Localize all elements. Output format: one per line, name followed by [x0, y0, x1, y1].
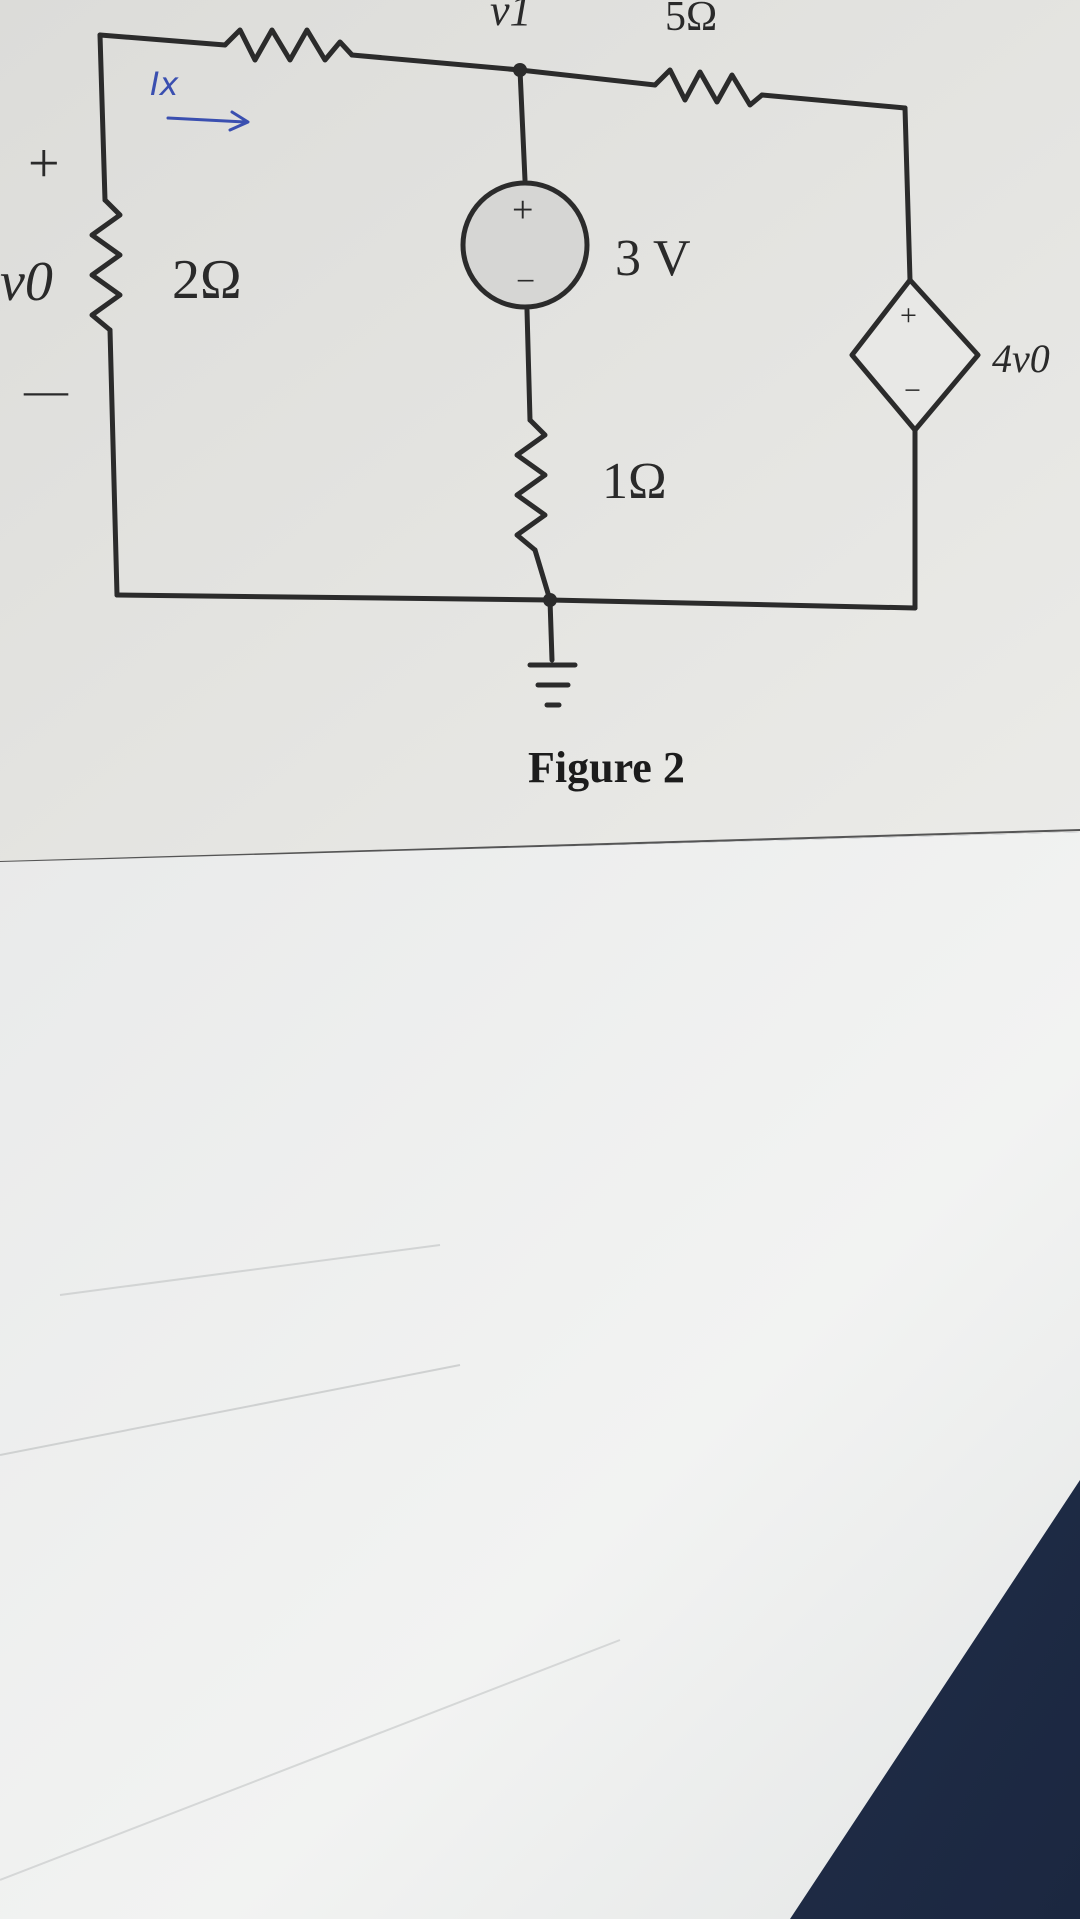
resistor-5ohm	[652, 67, 765, 108]
wire-left-vertical-top	[97, 32, 108, 203]
wire-right-vertical-top	[902, 105, 913, 283]
label-resistor-2ohm: 2Ω	[172, 249, 242, 311]
wire-middle-mid	[524, 307, 533, 423]
label-dep-minus: −	[904, 374, 921, 407]
label-current-ix: Ix	[150, 65, 179, 103]
resistor-2ohm	[89, 197, 123, 333]
label-node-v1: v1	[490, 0, 532, 35]
label-vo: v0	[0, 251, 53, 313]
wire-top-left	[97, 32, 228, 48]
label-dep-plus: +	[900, 299, 917, 332]
circuit-diagram	[89, 27, 981, 708]
junction-node-v1	[513, 63, 527, 77]
label-source-minus: −	[516, 263, 535, 300]
wire-top-right-a	[517, 67, 658, 88]
junction-node-ground	[543, 593, 557, 607]
label-source-plus: +	[512, 189, 533, 231]
resistor-top-left	[222, 27, 355, 63]
paper-sheet-bottom	[0, 832, 1080, 1919]
label-vo-plus: +	[28, 133, 60, 195]
label-vo-minus: —	[23, 366, 69, 415]
wire-top-mid	[349, 52, 523, 73]
dependent-voltage-source	[849, 277, 981, 433]
label-resistor-5ohm: 5Ω	[665, 0, 717, 40]
faint-line	[0, 1364, 461, 1456]
wire-middle-top	[517, 67, 528, 183]
faint-line	[0, 1639, 621, 1881]
page-edge	[0, 829, 1080, 863]
label-voltage-source: 3 V	[615, 230, 691, 287]
wire-ground	[547, 597, 555, 663]
wire-left-vertical-bottom	[107, 327, 120, 598]
voltage-source-3v	[460, 180, 590, 310]
wire-top-right-b	[759, 92, 908, 111]
faint-line	[59, 1244, 441, 1296]
label-dependent-source: 4v0	[992, 336, 1050, 381]
wire-middle-bottom	[532, 547, 553, 603]
label-resistor-1ohm: 1Ω	[602, 453, 667, 510]
current-arrow	[166, 110, 250, 132]
resistor-1ohm	[514, 417, 548, 553]
figure-caption: Figure 2	[528, 743, 685, 792]
